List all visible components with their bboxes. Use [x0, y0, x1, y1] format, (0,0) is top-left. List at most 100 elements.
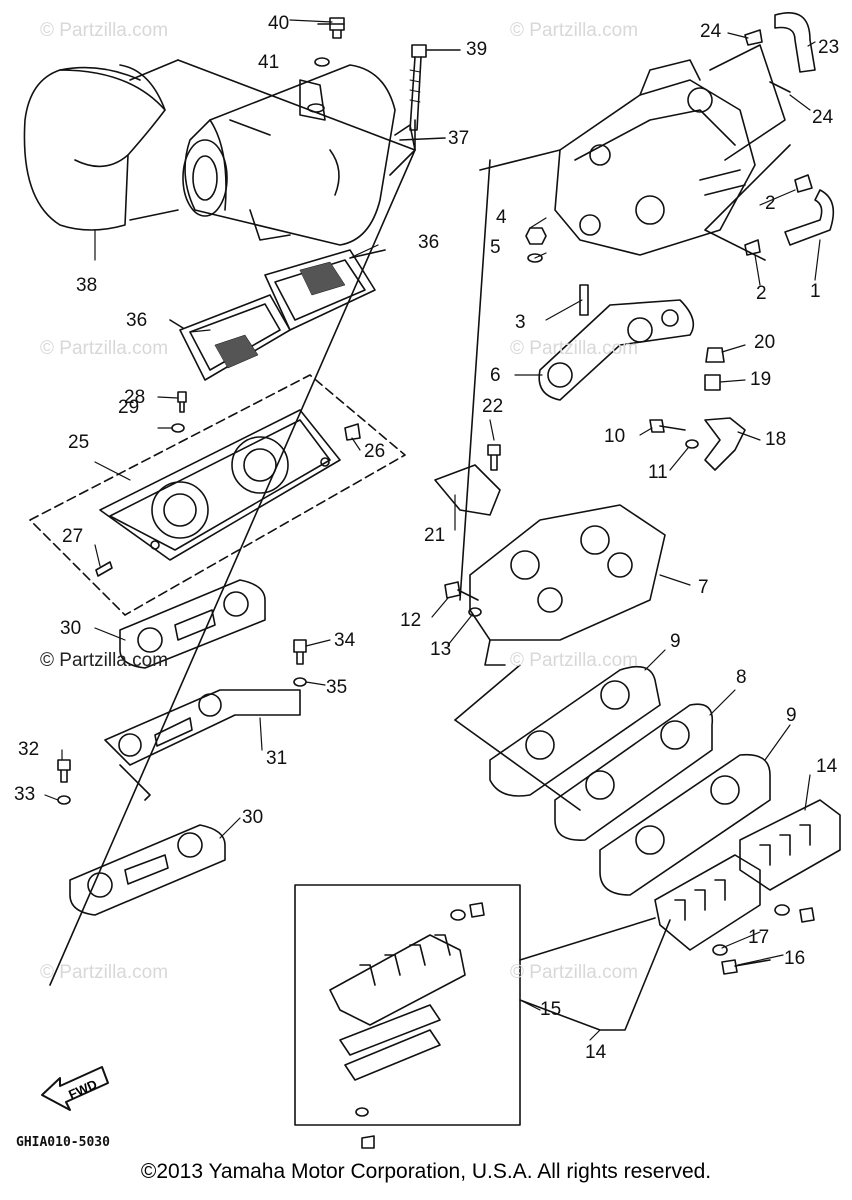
bolt-12-part — [444, 581, 479, 601]
washer-13-part — [468, 607, 482, 617]
plug-part — [329, 17, 345, 39]
callout-5: 5 — [490, 237, 501, 258]
callout-36: 36 — [418, 232, 440, 253]
gasket-30-part-top — [119, 579, 266, 669]
callout-30: 30 — [60, 618, 82, 639]
diagram-code: GHIA010-5030 — [16, 1135, 110, 1150]
callout-31: 31 — [266, 748, 288, 769]
screen-filter-part — [179, 249, 376, 381]
callout-2: 2 — [756, 283, 767, 304]
callout-10: 10 — [604, 426, 626, 447]
callout-12: 12 — [400, 610, 422, 631]
callout-9: 9 — [670, 631, 681, 652]
callout-20: 20 — [754, 332, 776, 353]
gasket-30-part-bottom — [69, 824, 226, 916]
callout-23: 23 — [818, 37, 840, 58]
callout-8: 8 — [736, 667, 747, 688]
callout-28: 28 — [124, 387, 146, 408]
gasket-6-part — [538, 299, 695, 401]
watermark: © Partzilla.com — [40, 962, 169, 983]
callout-2: 2 — [765, 193, 776, 214]
reed-valve-14-part-upper — [739, 799, 841, 891]
watermark: © Partzilla.com — [510, 338, 639, 359]
washer-17-part-lower — [712, 944, 728, 956]
bracket-18-part — [704, 417, 746, 471]
reed-valve-14-part-lower — [654, 854, 761, 951]
washer-33-part — [57, 795, 71, 805]
callout-11: 11 — [648, 462, 668, 483]
pin-26-part — [344, 423, 361, 441]
callout-14: 14 — [816, 756, 838, 777]
callout-22: 22 — [482, 396, 504, 417]
spacer-8-part — [554, 703, 714, 841]
hose-1-part — [784, 189, 835, 246]
callout-36: 36 — [126, 310, 148, 331]
callout-17: 17 — [748, 927, 770, 948]
watermark: © Partzilla.com — [510, 650, 639, 671]
stud-3-part — [579, 284, 589, 316]
callout-33: 33 — [14, 784, 36, 805]
callout-18: 18 — [765, 429, 787, 450]
callout-34: 34 — [334, 630, 356, 651]
callout-19: 19 — [750, 369, 772, 390]
callout-37: 37 — [448, 128, 470, 149]
pin-27-part — [95, 561, 113, 577]
callout-29: 29 — [118, 397, 140, 418]
callout-32: 32 — [18, 739, 40, 760]
fwd-arrow-icon — [41, 1066, 109, 1111]
fitting-19-part — [704, 374, 721, 391]
bolt-32-part — [57, 759, 71, 783]
callout-26: 26 — [364, 441, 386, 462]
callout-7: 7 — [698, 577, 709, 598]
callout-25: 25 — [68, 432, 90, 453]
watermark: © Partzilla.com — [40, 338, 169, 359]
callout-16: 16 — [784, 948, 806, 969]
callout-3: 3 — [515, 312, 526, 333]
bolt-34-part — [293, 639, 307, 665]
hose-23-part — [774, 12, 816, 73]
callout-1: 1 — [810, 281, 821, 302]
bolt-16-part-upper — [799, 907, 815, 923]
washer-17-part-upper — [774, 904, 790, 916]
callout-27: 27 — [62, 526, 84, 547]
callout-30: 30 — [242, 807, 264, 828]
nut-4-part — [525, 227, 547, 245]
callout-21: 21 — [424, 525, 446, 546]
intake-boot-part — [23, 64, 166, 231]
gasket-9-part-top — [489, 665, 661, 797]
watermark: © Partzilla.com — [510, 962, 639, 983]
callout-6: 6 — [490, 365, 501, 386]
callout-24: 24 — [812, 107, 834, 128]
bolt-16-part-lower — [721, 959, 771, 975]
bolt-28-part — [177, 391, 187, 413]
watermark: © Partzilla.com — [40, 20, 169, 41]
cap-20-part — [705, 347, 725, 363]
gasket-9-part-bottom — [599, 753, 771, 896]
washer-11-part — [685, 439, 699, 449]
callout-39: 39 — [466, 39, 488, 60]
callout-4: 4 — [496, 207, 507, 228]
callout-15: 15 — [540, 999, 562, 1020]
watermark: © Partzilla.com — [510, 20, 639, 41]
washer-5-part — [527, 253, 543, 263]
callout-35: 35 — [326, 677, 348, 698]
callout-24: 24 — [700, 21, 722, 42]
bolt-22-part — [487, 444, 501, 471]
intake-manifold-part — [469, 504, 666, 666]
bolt-10-part — [649, 419, 686, 433]
washer-29-part — [171, 423, 185, 433]
copyright-notice: ©2013 Yamaha Motor Corporation, U.S.A. A… — [140, 1160, 712, 1183]
callout-40: 40 — [268, 13, 290, 34]
carburetor-part — [554, 59, 756, 256]
bracket-31-part — [104, 689, 301, 801]
callout-14: 14 — [585, 1042, 607, 1063]
callout-13: 13 — [430, 639, 452, 660]
flame-arrestor-base-part — [29, 374, 406, 616]
watermark-prominent: © Partzilla.com — [40, 650, 169, 671]
silencer-canister-part — [182, 64, 416, 246]
reed-detail-inset — [294, 884, 521, 1149]
callout-9: 9 — [786, 705, 797, 726]
washer-35-part — [293, 677, 307, 687]
long-bolt-part — [409, 44, 427, 131]
callout-38: 38 — [76, 275, 98, 296]
